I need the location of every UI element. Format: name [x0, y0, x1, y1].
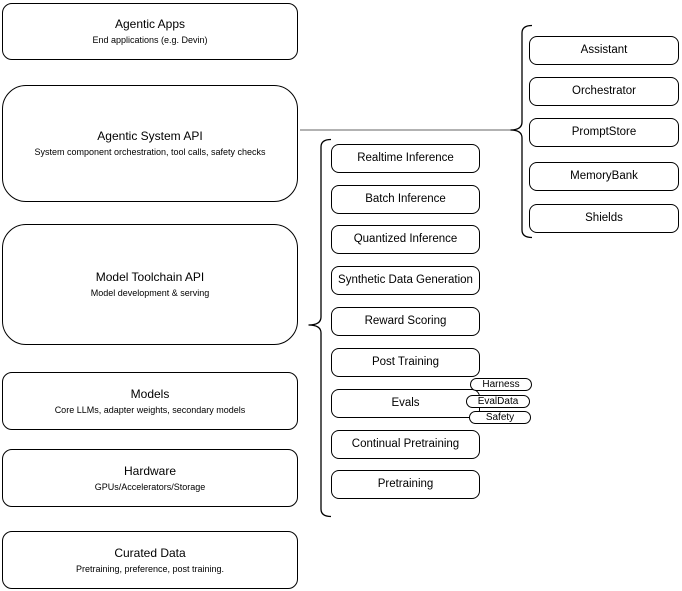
- service-realtime-inference[interactable]: Realtime Inference: [331, 144, 480, 173]
- service-label: Pretraining: [377, 478, 434, 490]
- service-label: Realtime Inference: [357, 152, 454, 164]
- service-label: Synthetic Data Generation: [338, 274, 473, 286]
- evals-tag-safety[interactable]: Safety: [469, 411, 531, 424]
- service-label: Evals: [391, 397, 420, 409]
- service-continual-pretraining[interactable]: Continual Pretraining: [331, 430, 480, 459]
- node-subtitle: Core LLMs, adapter weights, secondary mo…: [54, 404, 246, 415]
- evals-tag-harness[interactable]: Harness: [470, 378, 532, 391]
- node-agentic-apps[interactable]: Agentic Apps End applications (e.g. Devi…: [2, 3, 298, 60]
- pill-label: Harness: [482, 379, 520, 390]
- component-shields[interactable]: Shields: [529, 204, 679, 233]
- node-subtitle: End applications (e.g. Devin): [92, 35, 208, 45]
- component-label: PromptStore: [571, 126, 637, 138]
- evals-tag-evaldata[interactable]: EvalData: [466, 395, 530, 408]
- service-evals[interactable]: Evals: [331, 389, 480, 418]
- node-agentic-system-api[interactable]: Agentic System API System component orch…: [2, 85, 298, 202]
- node-models[interactable]: Models Core LLMs, adapter weights, secon…: [2, 372, 298, 430]
- node-title: Model Toolchain API: [95, 270, 205, 284]
- node-curated-data[interactable]: Curated Data Pretraining, preference, po…: [2, 531, 298, 589]
- service-batch-inference[interactable]: Batch Inference: [331, 185, 480, 214]
- node-subtitle: System component orchestration, tool cal…: [34, 147, 266, 157]
- component-assistant[interactable]: Assistant: [529, 36, 679, 65]
- node-title: Agentic Apps: [114, 17, 186, 31]
- toolchain-services-brace[interactable]: [308, 138, 332, 518]
- node-title: Agentic System API: [97, 129, 203, 143]
- pill-label: Safety: [485, 412, 515, 423]
- system-components-brace[interactable]: [510, 24, 533, 239]
- service-synthetic-data-generation[interactable]: Synthetic Data Generation: [331, 266, 480, 295]
- service-post-training[interactable]: Post Training: [331, 348, 480, 377]
- service-pretraining[interactable]: Pretraining: [331, 470, 480, 499]
- node-title: Models: [130, 386, 170, 401]
- component-label: Shields: [585, 212, 623, 224]
- service-quantized-inference[interactable]: Quantized Inference: [331, 225, 480, 254]
- node-title: Curated Data: [114, 545, 186, 560]
- service-label: Quantized Inference: [353, 233, 458, 245]
- pill-label: EvalData: [477, 396, 519, 407]
- node-subtitle: Pretraining, preference, post training.: [75, 563, 225, 574]
- node-subtitle: Model development & serving: [90, 288, 210, 298]
- component-label: Assistant: [580, 44, 628, 56]
- service-label: Reward Scoring: [364, 315, 447, 327]
- service-label: Batch Inference: [365, 193, 446, 205]
- component-memorybank[interactable]: MemoryBank: [529, 162, 679, 191]
- node-hardware[interactable]: Hardware GPUs/Accelerators/Storage: [2, 449, 298, 507]
- component-orchestrator[interactable]: Orchestrator: [529, 77, 679, 106]
- component-label: MemoryBank: [570, 170, 638, 182]
- node-model-toolchain-api[interactable]: Model Toolchain API Model development & …: [2, 224, 298, 345]
- component-label: Orchestrator: [572, 85, 636, 97]
- service-label: Post Training: [371, 356, 440, 368]
- node-subtitle: GPUs/Accelerators/Storage: [94, 481, 206, 492]
- service-reward-scoring[interactable]: Reward Scoring: [331, 307, 480, 336]
- node-title: Hardware: [123, 463, 177, 478]
- service-label: Continual Pretraining: [351, 438, 460, 450]
- component-promptstore[interactable]: PromptStore: [529, 118, 679, 147]
